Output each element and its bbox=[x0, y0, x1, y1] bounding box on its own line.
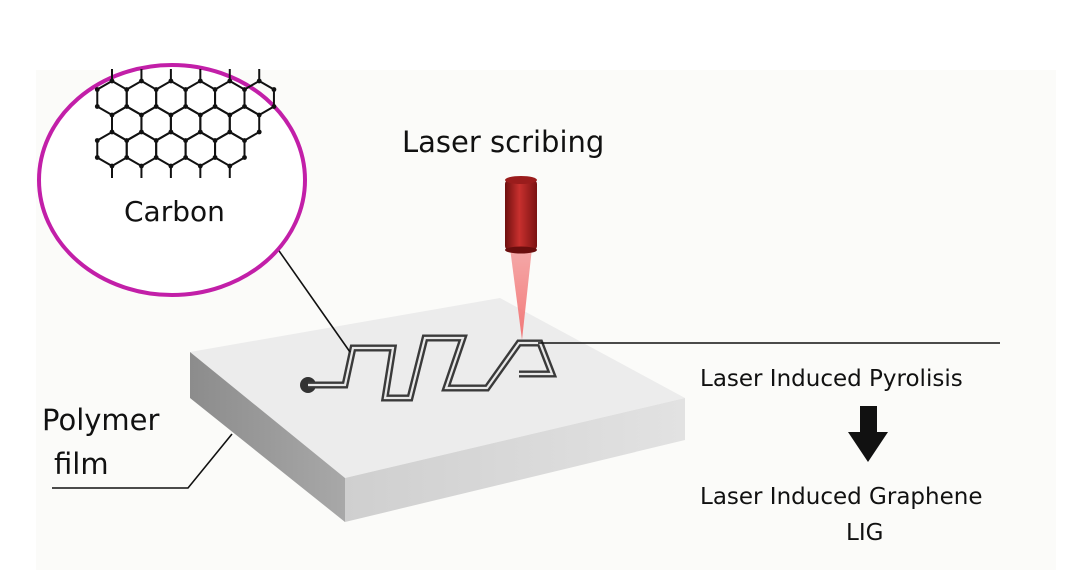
polymer-film-label-line2: film bbox=[54, 447, 109, 481]
polymer-film bbox=[190, 298, 685, 522]
arrow-down-icon bbox=[848, 406, 888, 462]
carbon-atom bbox=[271, 104, 277, 109]
carbon-atom bbox=[256, 129, 262, 135]
graphene-lattice bbox=[94, 69, 277, 178]
graphene-label: Laser Induced Graphene bbox=[700, 484, 983, 510]
carbon-atom bbox=[94, 104, 100, 109]
carbon-atom bbox=[94, 87, 100, 92]
carbon-atom bbox=[94, 155, 100, 160]
laser-body bbox=[505, 180, 537, 250]
polymer-film-leader-line bbox=[52, 433, 233, 489]
film-left-face bbox=[190, 352, 345, 522]
carbon-atom bbox=[242, 155, 247, 160]
laser-beam bbox=[510, 248, 532, 340]
film-front-face bbox=[345, 398, 685, 522]
carbon-label: Carbon bbox=[124, 195, 225, 228]
lig-trace bbox=[300, 334, 558, 402]
polymer-film-label-line1: Polymer bbox=[42, 403, 160, 437]
laser-head bbox=[505, 176, 537, 340]
magnifier-ring bbox=[37, 63, 307, 297]
carbon-atom bbox=[271, 87, 277, 92]
carbon-atom bbox=[94, 138, 100, 143]
laser-scribing-label: Laser scribing bbox=[402, 125, 605, 159]
lig-label: LIG bbox=[846, 520, 884, 546]
carbon-magnifier bbox=[37, 63, 307, 297]
pyrolisis-label: Laser Induced Pyrolisis bbox=[700, 366, 963, 392]
